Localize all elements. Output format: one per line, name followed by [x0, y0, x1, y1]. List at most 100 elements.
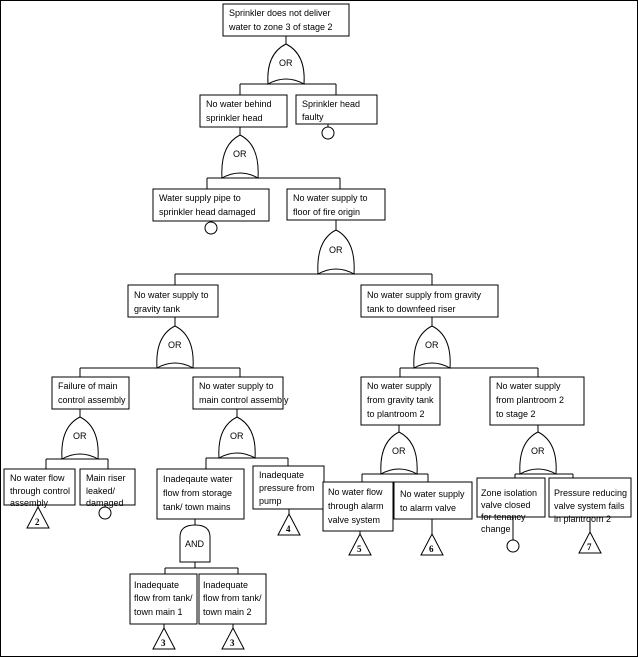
event-line: to stage 2	[496, 409, 536, 419]
event-line: No water supply to	[293, 193, 368, 203]
transfer-triangle-6: 6	[420, 532, 444, 556]
basic-event-circle-icon	[204, 221, 218, 235]
transfer-triangle-5: 5	[348, 532, 372, 556]
or-gate-label: OR	[168, 340, 182, 350]
event-line: to alarm valve	[400, 503, 456, 513]
or-gate-e1: OR	[221, 134, 259, 179]
or-gate-top: OR	[267, 43, 305, 85]
or-gate-e10: OR	[519, 431, 557, 475]
event-line: for tenancy	[481, 512, 526, 522]
event-line: main control assembly	[199, 395, 289, 405]
or-gate-e6: OR	[413, 325, 451, 369]
transfer-triangle-3a: 3	[152, 626, 176, 650]
basic-event-circle-icon	[506, 539, 520, 553]
event-line: Pressure reducing	[554, 488, 627, 498]
transfer-triangle-3b: 3	[221, 626, 245, 650]
event-no-supply-gravity-tank: No water supply to gravity tank	[127, 284, 219, 318]
event-line: Inadequate	[259, 470, 304, 480]
event-line: sprinkler head damaged	[159, 207, 256, 217]
event-no-supply-main-control: No water supply to main control assembly	[192, 376, 289, 410]
event-no-supply-stage2: No water supply from plantroom 2 to stag…	[489, 376, 585, 426]
event-line: town main 1	[134, 607, 183, 617]
transfer-number: 7	[587, 542, 592, 552]
or-gate-e4: OR	[317, 229, 355, 275]
event-failure-control-assembly: Failure of main control assembly	[51, 376, 130, 410]
connectors	[37, 36, 591, 628]
event-line: Failure of main	[58, 381, 118, 391]
event-no-supply-alarm-valve: No water supply to alarm valve	[393, 481, 473, 520]
or-gate-label: OR	[425, 340, 439, 350]
event-line: floor of fire origin	[293, 207, 360, 217]
event-line: to plantroom 2	[367, 409, 425, 419]
event-line: town main 2	[203, 607, 252, 617]
event-no-flow-control: No water flow through control assembly	[3, 468, 76, 508]
event-no-flow-alarm-valve: No water flow through alarm valve system	[322, 481, 394, 532]
event-line: No water supply	[367, 381, 432, 391]
event-pressure-reducing-valve: Pressure reducing valve system fails in …	[548, 477, 632, 524]
event-line: assembly	[10, 498, 49, 508]
event-line: faulty	[302, 112, 324, 122]
event-line: tank/ town mains	[163, 502, 231, 512]
or-gate-e5: OR	[156, 325, 194, 369]
or-gate-label: OR	[73, 431, 87, 441]
basic-event-circle-icon	[321, 126, 335, 140]
event-line: No water flow	[328, 487, 383, 497]
event-line: No water supply to	[134, 290, 209, 300]
or-gate-label: OR	[279, 58, 293, 68]
event-line: from gravity tank	[367, 395, 434, 405]
and-gate-label: AND	[185, 539, 205, 549]
event-line: flow from tank/	[134, 593, 193, 603]
basic-event-circle-icon	[98, 506, 112, 520]
event-line: Inadeqaute water	[163, 474, 233, 484]
transfer-number: 3	[161, 638, 166, 648]
transfer-number: 6	[429, 544, 434, 554]
event-line: No water flow	[10, 473, 65, 483]
event-line: pump	[259, 496, 282, 506]
or-gate-label: OR	[531, 446, 545, 456]
transfer-triangle-4: 4	[277, 512, 301, 536]
event-line: Sprinkler head	[302, 99, 360, 109]
transfer-triangle-7: 7	[578, 530, 602, 554]
event-line: Inadequate	[134, 580, 179, 590]
event-line: No water supply	[400, 489, 465, 499]
or-gate-e9: OR	[380, 431, 418, 475]
event-line: change	[481, 524, 511, 534]
event-no-supply-floor: No water supply to floor of fire origin	[286, 188, 386, 221]
event-line: sprinkler head	[206, 113, 263, 123]
or-gate-label: OR	[329, 245, 343, 255]
event-main-riser-leaked: Main riser leaked/ damaged	[79, 468, 136, 508]
event-zone-isolation-valve: Zone isolation valve closed for tenancy …	[476, 477, 546, 534]
event-line: gravity tank	[134, 304, 181, 314]
event-inadequate-storage-flow: Inadeqaute water flow from storage tank/…	[156, 468, 245, 520]
event-line: flow from storage	[163, 488, 232, 498]
event-line: Water supply pipe to	[159, 193, 241, 203]
event-top: Sprinkler does not deliver water to zone…	[222, 3, 350, 37]
event-inadequate-pump-pressure: Inadequate pressure from pump	[252, 465, 325, 510]
event-line: Main riser	[86, 473, 126, 483]
event-line: pressure from	[259, 483, 315, 493]
or-gate-e8: OR	[218, 416, 256, 459]
event-no-supply-plantroom: No water supply from gravity tank to pla…	[360, 376, 441, 426]
event-line: valve system	[328, 515, 380, 525]
or-gate-e7: OR	[61, 416, 99, 460]
and-gate-e13: AND	[179, 524, 211, 563]
or-gate-label: OR	[230, 431, 244, 441]
transfer-number: 5	[357, 544, 362, 554]
event-line: No water supply to	[199, 381, 274, 391]
event-line: tank to downfeed riser	[367, 304, 456, 314]
event-line: through control	[10, 486, 70, 496]
event-line: leaked/	[86, 486, 116, 496]
event-line: in plantroom 2	[554, 514, 611, 524]
event-line: No water supply	[496, 381, 561, 391]
or-gate-label: OR	[233, 149, 247, 159]
event-line: flow from tank/	[203, 593, 262, 603]
event-line: No water supply from gravity	[367, 290, 482, 300]
event-inadequate-town-main-2: Inadequate flow from tank/ town main 2	[198, 573, 267, 625]
event-line: control assembly	[58, 395, 126, 405]
event-top-line-2: water to zone 3 of stage 2	[228, 22, 333, 32]
event-line: through alarm	[328, 501, 384, 511]
event-pipe-damaged: Water supply pipe to sprinkler head dama…	[152, 188, 270, 222]
event-inadequate-town-main-1: Inadequate flow from tank/ town main 1	[129, 573, 198, 625]
event-line: damaged	[86, 498, 124, 508]
